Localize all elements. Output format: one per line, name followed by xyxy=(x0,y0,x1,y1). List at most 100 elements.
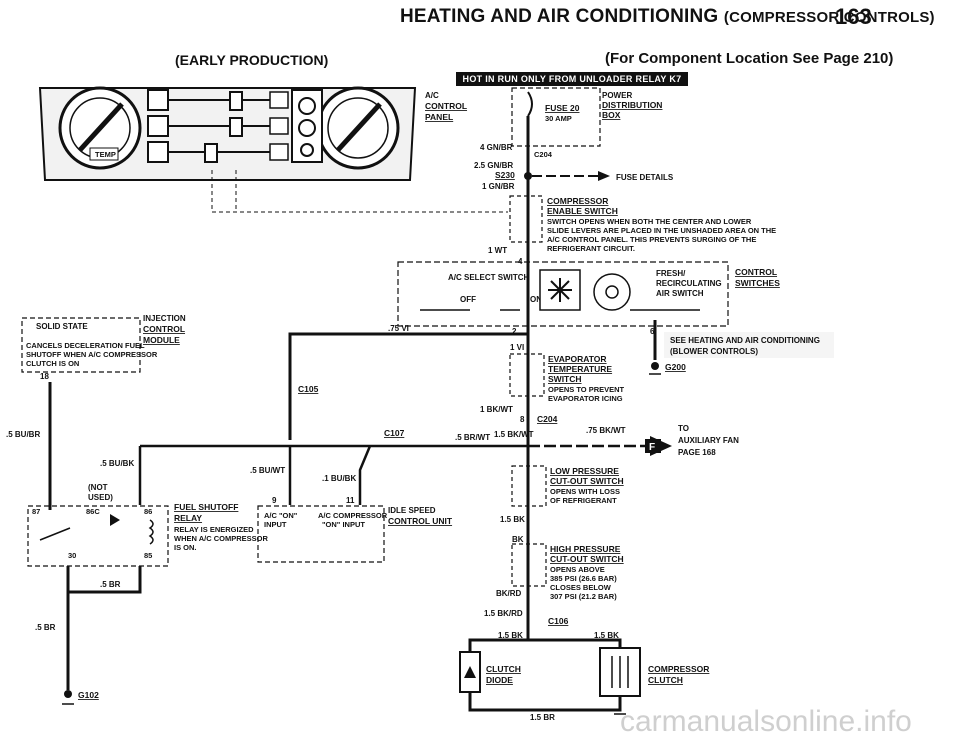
defrost-icon xyxy=(298,97,316,115)
high-note-4: 307 PSI (21.2 BAR) xyxy=(550,592,617,601)
fuel-note-3: IS ON. xyxy=(174,543,197,552)
ac-panel-label-1: A/C xyxy=(425,91,439,100)
page-title: HEATING AND AIR CONDITIONING (COMPRESSOR… xyxy=(400,6,935,27)
injection-3: MODULE xyxy=(143,335,180,345)
pin-86: 86 xyxy=(144,507,152,516)
high-note-1: OPENS ABOVE xyxy=(550,565,605,574)
fuse-rating: 30 AMP xyxy=(545,114,572,123)
g102: G102 xyxy=(78,690,99,700)
comp-note-1: SWITCH OPENS WHEN BOTH THE CENTER AND LO… xyxy=(547,217,752,226)
wire-25gnbr: 2.5 GN/BR xyxy=(474,161,513,170)
low-1: LOW PRESSURE xyxy=(550,466,619,476)
wire-15bk-l: 1.5 BK xyxy=(498,631,523,640)
comp-enable-1: COMPRESSOR xyxy=(547,196,608,206)
wire-15bk: 1.5 BK xyxy=(500,515,525,524)
fuse-name: FUSE 20 xyxy=(545,103,580,113)
ac-comp-1: A/C COMPRESSOR xyxy=(318,511,388,520)
high-pressure-switch xyxy=(511,543,547,587)
wire-1gnbr: 1 GN/BR xyxy=(482,182,515,191)
pin-18: 18 xyxy=(40,372,49,381)
power-dist-2: DISTRIBUTION xyxy=(602,100,662,110)
wire-15bkrd: 1.5 BK/RD xyxy=(484,609,523,618)
production-note: (EARLY PRODUCTION) xyxy=(175,52,329,68)
fuse-symbol xyxy=(527,91,533,117)
recirc-icon xyxy=(298,119,316,137)
wire-75vi: .75 VI xyxy=(388,324,409,333)
wire-5brwt: .5 BR/WT xyxy=(455,433,490,442)
evaporator-switch xyxy=(509,353,545,397)
wire-15bkwt: 1.5 BK/WT xyxy=(494,430,534,439)
off-label: OFF xyxy=(460,295,476,304)
low-note-1: OPENS WITH LOSS xyxy=(550,487,620,496)
pin-6: 6 xyxy=(650,327,655,336)
evap-note-2: EVAPORATOR ICING xyxy=(548,394,623,403)
relay-diode xyxy=(110,514,120,526)
pin-87: 87 xyxy=(32,507,40,516)
diode-2: DIODE xyxy=(486,675,513,685)
c204a: C204 xyxy=(534,150,553,159)
see-heating-1: SEE HEATING AND AIR CONDITIONING xyxy=(670,336,820,345)
c106: C106 xyxy=(548,616,569,626)
aux-fan-letter: F xyxy=(649,442,655,453)
solid-state: SOLID STATE xyxy=(36,322,88,331)
wire-1bkwt: 1 BK/WT xyxy=(480,405,513,414)
wire-15br: 1.5 BR xyxy=(530,713,555,722)
injection-module xyxy=(21,317,141,373)
wire-bk: BK xyxy=(512,535,524,544)
slide-lever-lower xyxy=(204,143,218,163)
clutch-1: COMPRESSOR xyxy=(648,664,709,674)
power-distribution-box xyxy=(511,87,601,147)
comp-note-4: REFRIGERANT CIRCUIT. xyxy=(547,244,635,253)
wire-5bubr: .5 BU/BR xyxy=(6,430,40,439)
low-note-2: OF REFRIGERANT xyxy=(550,496,617,505)
high-note-2: 385 PSI (26.6 BAR) xyxy=(550,574,617,583)
fuse-details: FUSE DETAILS xyxy=(616,173,674,182)
compressor-enable-switch xyxy=(509,195,543,243)
injection-1: INJECTION xyxy=(143,314,186,323)
wire-bkrd: BK/RD xyxy=(496,589,522,598)
not-used-1: (NOT xyxy=(88,483,108,492)
idle-speed-unit xyxy=(257,505,385,563)
control-switches-box xyxy=(397,261,729,327)
wire-1bubk: .1 BU/BK xyxy=(322,474,356,483)
evap-note-1: OPENS TO PREVENT xyxy=(548,385,625,394)
high-2: CUT-OUT SWITCH xyxy=(550,554,624,564)
comp-note-2: SLIDE LEVERS ARE PLACED IN THE UNSHADED … xyxy=(547,226,776,235)
ac-select-switch: A/C SELECT SWITCH xyxy=(448,273,530,282)
ac-panel-label-2: CONTROL xyxy=(425,101,467,111)
wire-5buwt: .5 BU/WT xyxy=(250,466,285,475)
power-dist-3: BOX xyxy=(602,110,621,120)
evap-3: SWITCH xyxy=(548,374,582,384)
wire-15bk-r: 1.5 BK xyxy=(594,631,619,640)
pin-8: 8 xyxy=(520,415,525,424)
slide-lever-top xyxy=(229,91,243,111)
cancels-3: CLUTCH IS ON xyxy=(26,359,79,368)
fresh-2: RECIRCULATING xyxy=(656,279,722,288)
ac-comp-2: "ON" INPUT xyxy=(322,520,365,529)
not-used-2: USED) xyxy=(88,493,113,502)
page-number: 163 xyxy=(835,4,872,29)
wire-5br-a: .5 BR xyxy=(100,580,121,589)
low-2: CUT-OUT SWITCH xyxy=(550,476,624,486)
aux-1: TO xyxy=(678,424,689,433)
c105: C105 xyxy=(298,384,319,394)
ac-on-1: A/C "ON" xyxy=(264,511,298,520)
injection-2: CONTROL xyxy=(143,324,185,334)
slide-lever-center xyxy=(229,117,243,137)
see-heating-2: (BLOWER CONTROLS) xyxy=(670,347,758,356)
wire-1wt: 1 WT xyxy=(488,246,507,255)
fuel-shutoff-relay xyxy=(27,505,169,567)
fuel-note-1: RELAY IS ENERGIZED xyxy=(174,525,254,534)
fuel-shutoff-2: RELAY xyxy=(174,513,202,523)
ctrl-switches-2: SWITCHES xyxy=(735,278,780,288)
comp-note-3: A/C CONTROL PANEL. THIS PREVENTS SURGING… xyxy=(547,235,756,244)
wire-1vi: 1 VI xyxy=(510,343,524,352)
idle-1: IDLE SPEED xyxy=(388,506,436,515)
comp-enable-2: ENABLE SWITCH xyxy=(547,206,618,216)
wire-5bubk-a: .5 BU/BK xyxy=(100,459,134,468)
s230: S230 xyxy=(495,170,515,180)
hot-in-run-banner: HOT IN RUN ONLY FROM UNLOADER RELAY K7 xyxy=(456,72,688,86)
location-note: (For Component Location See Page 210) xyxy=(605,50,894,67)
power-dist-1: POWER xyxy=(602,91,632,100)
